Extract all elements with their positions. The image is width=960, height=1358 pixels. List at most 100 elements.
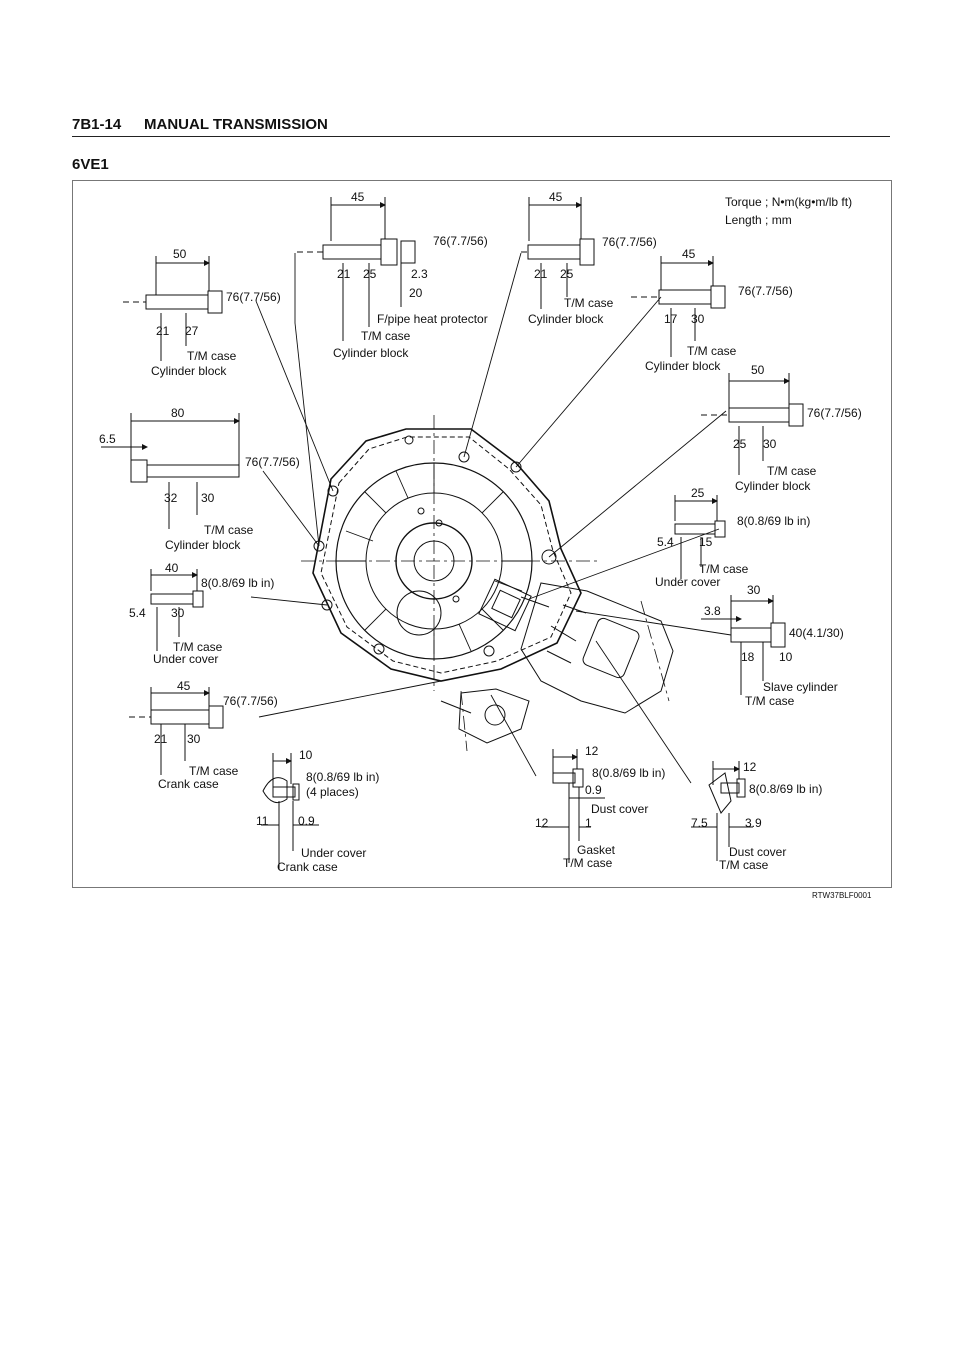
dim-b: 10 — [779, 650, 793, 664]
torque-spec: 76(7.7/56) — [602, 235, 657, 249]
part-label: T/M case — [719, 858, 769, 872]
part-label: T/M case — [564, 296, 614, 310]
section-label: 6VE1 — [72, 156, 109, 173]
dim-a: 7.5 — [691, 816, 708, 830]
dim-b: 30 — [763, 437, 777, 451]
torque-spec: 76(7.7/56) — [223, 694, 278, 708]
torque-spec: 76(7.7/56) — [807, 406, 862, 420]
dim-a: 17 — [664, 312, 678, 326]
part-label: Gasket — [577, 843, 616, 857]
bolt-tr45 — [521, 197, 595, 309]
legend-torque: Torque ; N•m(kg•m/lb ft) — [725, 195, 852, 209]
part-label: Cylinder block — [151, 364, 227, 378]
part-label: Under cover — [655, 575, 720, 589]
part-label: T/M case — [189, 764, 239, 778]
diagram-svg: Torque ; N•m(kg•m/lb ft) Length ; mm 50 … — [99, 190, 862, 874]
part-label: Cylinder block — [528, 312, 604, 326]
dim-b: 25 — [560, 267, 574, 281]
dim-a: 32 — [164, 491, 178, 505]
torque-spec: 76(7.7/56) — [245, 455, 300, 469]
part-label: Cylinder block — [165, 538, 241, 552]
dim-b: 30 — [171, 606, 185, 620]
dim-b: 27 — [185, 324, 199, 338]
dim-a: 21 — [154, 732, 168, 746]
torque-spec: 8(0.8/69 lb in) — [737, 514, 810, 528]
part-label: T/M case — [687, 344, 737, 358]
part-label: T/M case — [767, 464, 817, 478]
dim-b: 25 — [363, 267, 377, 281]
dim-a: 5.4 — [657, 535, 674, 549]
screw-10 — [261, 753, 319, 869]
torque-spec: 76(7.7/56) — [738, 284, 793, 298]
bolt-l40 — [150, 569, 204, 651]
dim-length: 80 — [171, 406, 185, 420]
bolt-r25 — [674, 495, 726, 579]
part-label: T/M case — [204, 523, 254, 537]
torque-spec: 76(7.7/56) — [433, 234, 488, 248]
torque-spec: 8(0.8/69 lb in) — [201, 576, 274, 590]
part-label: T/M case — [563, 856, 613, 870]
bolt-tm45 — [297, 197, 416, 341]
dim-pre: 3.8 — [704, 604, 721, 618]
dim-length: 40 — [165, 561, 179, 575]
dim-c: 2.3 — [411, 267, 428, 281]
dim-length: 45 — [351, 190, 365, 204]
part-label: Cylinder block — [735, 479, 811, 493]
part-label: Under cover — [301, 846, 366, 860]
part-label: T/M case — [699, 562, 749, 576]
part-label: F/pipe heat protector — [377, 312, 488, 326]
part-label: Dust cover — [729, 845, 786, 859]
dim-length: 12 — [585, 744, 599, 758]
part-label: Crank case — [158, 777, 219, 791]
dim-length: 30 — [747, 583, 761, 597]
dim-length: 12 — [743, 760, 757, 774]
part-label: Cylinder block — [645, 359, 721, 373]
screw-12b — [691, 761, 753, 861]
leader-lines — [250, 252, 732, 784]
dim-length: 10 — [299, 748, 313, 762]
bolt-l45 — [129, 687, 224, 775]
part-label: T/M case — [187, 349, 237, 363]
part-label: Dust cover — [591, 802, 648, 816]
dim-a: 18 — [741, 650, 755, 664]
torque-spec: 76(7.7/56) — [226, 290, 281, 304]
dim-b: 3.9 — [745, 816, 762, 830]
dim-b: 15 — [699, 535, 713, 549]
torque-diagram: Torque ; N•m(kg•m/lb ft) Length ; mm 50 … — [72, 180, 892, 888]
dim-b: 30 — [201, 491, 215, 505]
dim-pre: 6.5 — [99, 432, 116, 446]
dim-a: 21 — [337, 267, 351, 281]
dim-b: 1 — [585, 816, 592, 830]
dim-a: 21 — [156, 324, 170, 338]
transmission-case — [301, 415, 674, 752]
dim-length: 45 — [177, 679, 191, 693]
dim-length: 50 — [751, 363, 765, 377]
dim-a: 12 — [535, 816, 549, 830]
torque-spec: 8(0.8/69 lb in) — [592, 766, 665, 780]
bolt-r30 — [701, 595, 786, 695]
part-label: T/M case — [173, 640, 223, 654]
screw-12a — [541, 749, 605, 863]
legend-length: Length ; mm — [725, 213, 792, 227]
page-title: MANUAL TRANSMISSION — [144, 116, 328, 133]
dim-b: 30 — [691, 312, 705, 326]
torque-spec: 8(0.8/69 lb in) — [749, 782, 822, 796]
dim-length: 25 — [691, 486, 705, 500]
part-label: T/M case — [361, 329, 411, 343]
dim-b: 30 — [187, 732, 201, 746]
torque-spec: 8(0.8/69 lb in) — [306, 770, 379, 784]
part-label: Under cover — [153, 652, 218, 666]
dim-b: 0.9 — [298, 814, 315, 828]
figure-code: RTW37BLF0001 — [812, 891, 872, 900]
bolt-tl50 — [123, 256, 223, 361]
dim-a: 21 — [534, 267, 548, 281]
dim-c: 0.9 — [585, 783, 602, 797]
dim-a: 5.4 — [129, 606, 146, 620]
dim-length: 45 — [682, 247, 696, 261]
part-label: Cylinder block — [333, 346, 409, 360]
page-header: 7B1-14 MANUAL TRANSMISSION — [72, 116, 890, 137]
part-label: Slave cylinder — [763, 680, 838, 694]
quantity-note: (4 places) — [306, 785, 359, 799]
part-label: Crank case — [277, 860, 338, 874]
dim-length: 50 — [173, 247, 187, 261]
